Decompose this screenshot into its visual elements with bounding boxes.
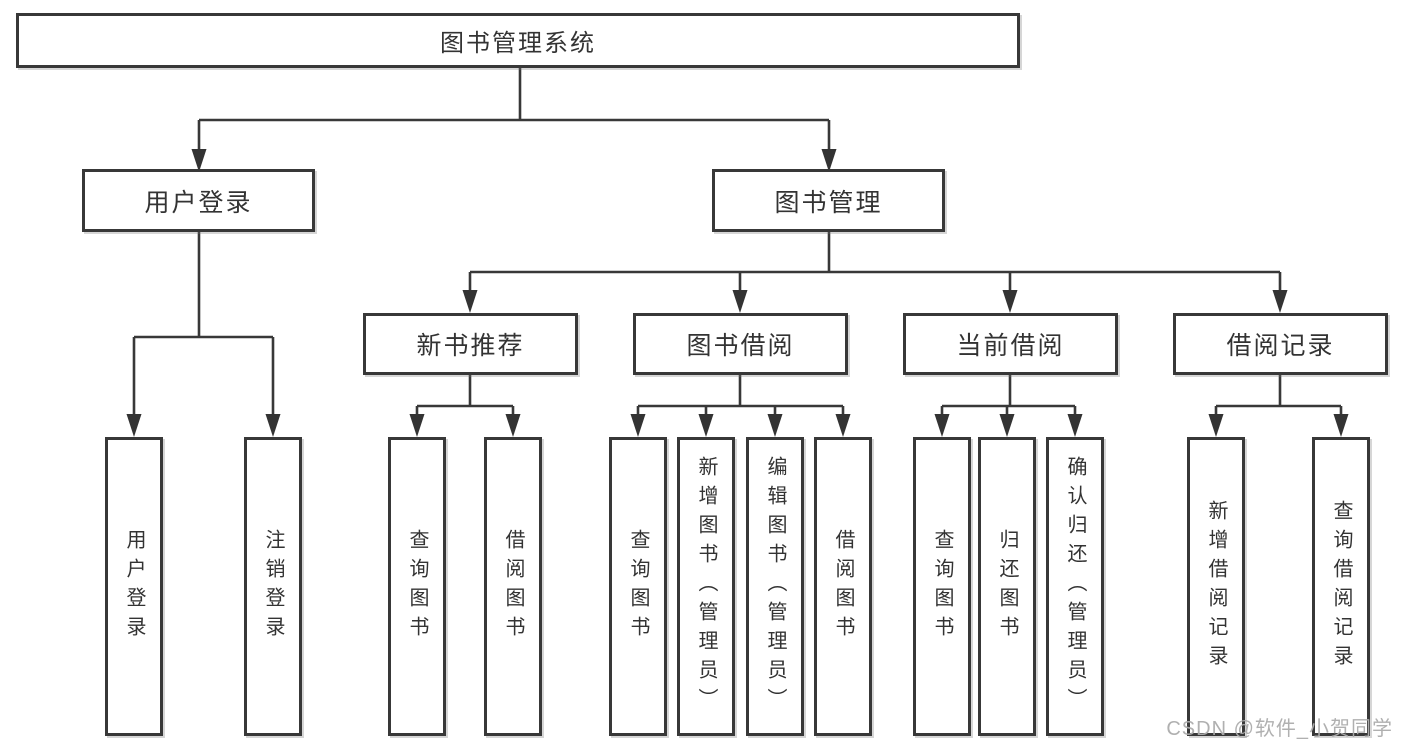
leaf-current-confirm-label: 确认归还（管理员） bbox=[1064, 456, 1086, 717]
node-borrow-record: 借阅记录 bbox=[1173, 313, 1388, 375]
node-book-borrow-label: 图书借阅 bbox=[686, 332, 795, 360]
leaf-newbook-query: 查询图书 bbox=[388, 437, 446, 736]
leaf-borrow-add: 新增图书（管理员） bbox=[677, 437, 735, 736]
node-current-borrow: 当前借阅 bbox=[903, 313, 1118, 375]
leaf-newbook-borrow: 借阅图书 bbox=[484, 437, 542, 736]
node-new-book-label: 新书推荐 bbox=[416, 332, 525, 360]
arrowheads bbox=[126, 149, 1349, 437]
node-root: 图书管理系统 bbox=[16, 13, 1020, 68]
node-current-borrow-label: 当前借阅 bbox=[956, 332, 1065, 360]
node-book-mgmt-label: 图书管理 bbox=[774, 188, 883, 217]
leaf-record-query-label: 查询借阅记录 bbox=[1330, 499, 1352, 674]
node-user-login: 用户登录 bbox=[82, 169, 315, 232]
leaf-current-return: 归还图书 bbox=[978, 437, 1036, 736]
leaf-borrow-add-label: 新增图书（管理员） bbox=[695, 456, 717, 717]
node-book-mgmt: 图书管理 bbox=[712, 169, 945, 232]
leaf-record-query: 查询借阅记录 bbox=[1312, 437, 1370, 736]
node-root-label: 图书管理系统 bbox=[440, 30, 596, 57]
leaf-logout: 注销登录 bbox=[244, 437, 302, 736]
leaf-borrow-edit-label: 编辑图书（管理员） bbox=[764, 456, 786, 717]
node-book-borrow: 图书借阅 bbox=[633, 313, 848, 375]
node-user-login-label: 用户登录 bbox=[144, 188, 253, 217]
leaf-current-confirm: 确认归还（管理员） bbox=[1046, 437, 1104, 736]
leaf-record-add: 新增借阅记录 bbox=[1187, 437, 1245, 736]
leaf-current-query: 查询图书 bbox=[913, 437, 971, 736]
leaf-borrow-query: 查询图书 bbox=[609, 437, 667, 736]
leaf-current-query-label: 查询图书 bbox=[931, 528, 953, 645]
leaf-user-login: 用户登录 bbox=[105, 437, 163, 736]
leaf-borrow-borrow-label: 借阅图书 bbox=[832, 528, 854, 645]
leaf-newbook-borrow-label: 借阅图书 bbox=[502, 528, 524, 645]
leaf-logout-label: 注销登录 bbox=[262, 528, 284, 645]
leaf-user-login-label: 用户登录 bbox=[123, 528, 145, 645]
leaf-borrow-borrow: 借阅图书 bbox=[814, 437, 872, 736]
leaf-borrow-query-label: 查询图书 bbox=[627, 528, 649, 645]
leaf-record-add-label: 新增借阅记录 bbox=[1205, 499, 1227, 674]
leaf-current-return-label: 归还图书 bbox=[996, 528, 1018, 645]
node-new-book: 新书推荐 bbox=[363, 313, 578, 375]
node-borrow-record-label: 借阅记录 bbox=[1226, 332, 1335, 360]
leaf-newbook-query-label: 查询图书 bbox=[406, 528, 428, 645]
watermark-text: CSDN @软件_小贺同学 bbox=[1166, 718, 1393, 740]
leaf-borrow-edit: 编辑图书（管理员） bbox=[746, 437, 804, 736]
